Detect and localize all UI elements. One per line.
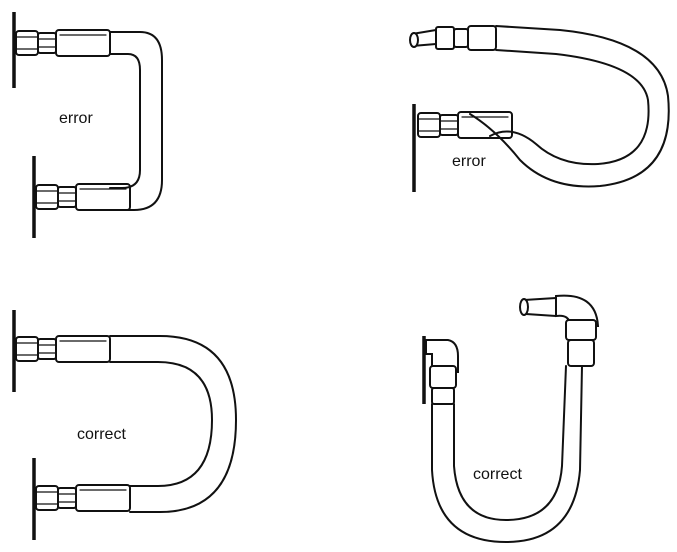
hose-elbow-loop — [431, 365, 583, 543]
hose-fitting-upper — [15, 29, 111, 57]
hose-twisted — [469, 25, 670, 188]
panel-error-twisted — [409, 25, 670, 192]
hose-fitting-right-elbow — [519, 294, 600, 367]
panel-label-correct-1: correct — [77, 426, 126, 443]
panel-error-tight-bend — [12, 12, 163, 238]
hose-fitting-lower — [35, 484, 131, 512]
hose-fitting-left-elbow — [425, 339, 459, 405]
hose-tight-bend — [109, 31, 163, 211]
panel-label-error-2: error — [452, 153, 486, 170]
panel-correct-elbow — [422, 294, 600, 543]
hose-wide-bend — [109, 335, 237, 513]
panel-correct-wide-bend — [12, 310, 237, 540]
panel-label-correct-2: correct — [473, 466, 522, 483]
hose-fitting-upper — [15, 335, 111, 363]
panel-label-error-1: error — [59, 110, 93, 127]
hose-fitting-lower — [417, 111, 513, 139]
hose-fitting-upper — [409, 25, 497, 51]
